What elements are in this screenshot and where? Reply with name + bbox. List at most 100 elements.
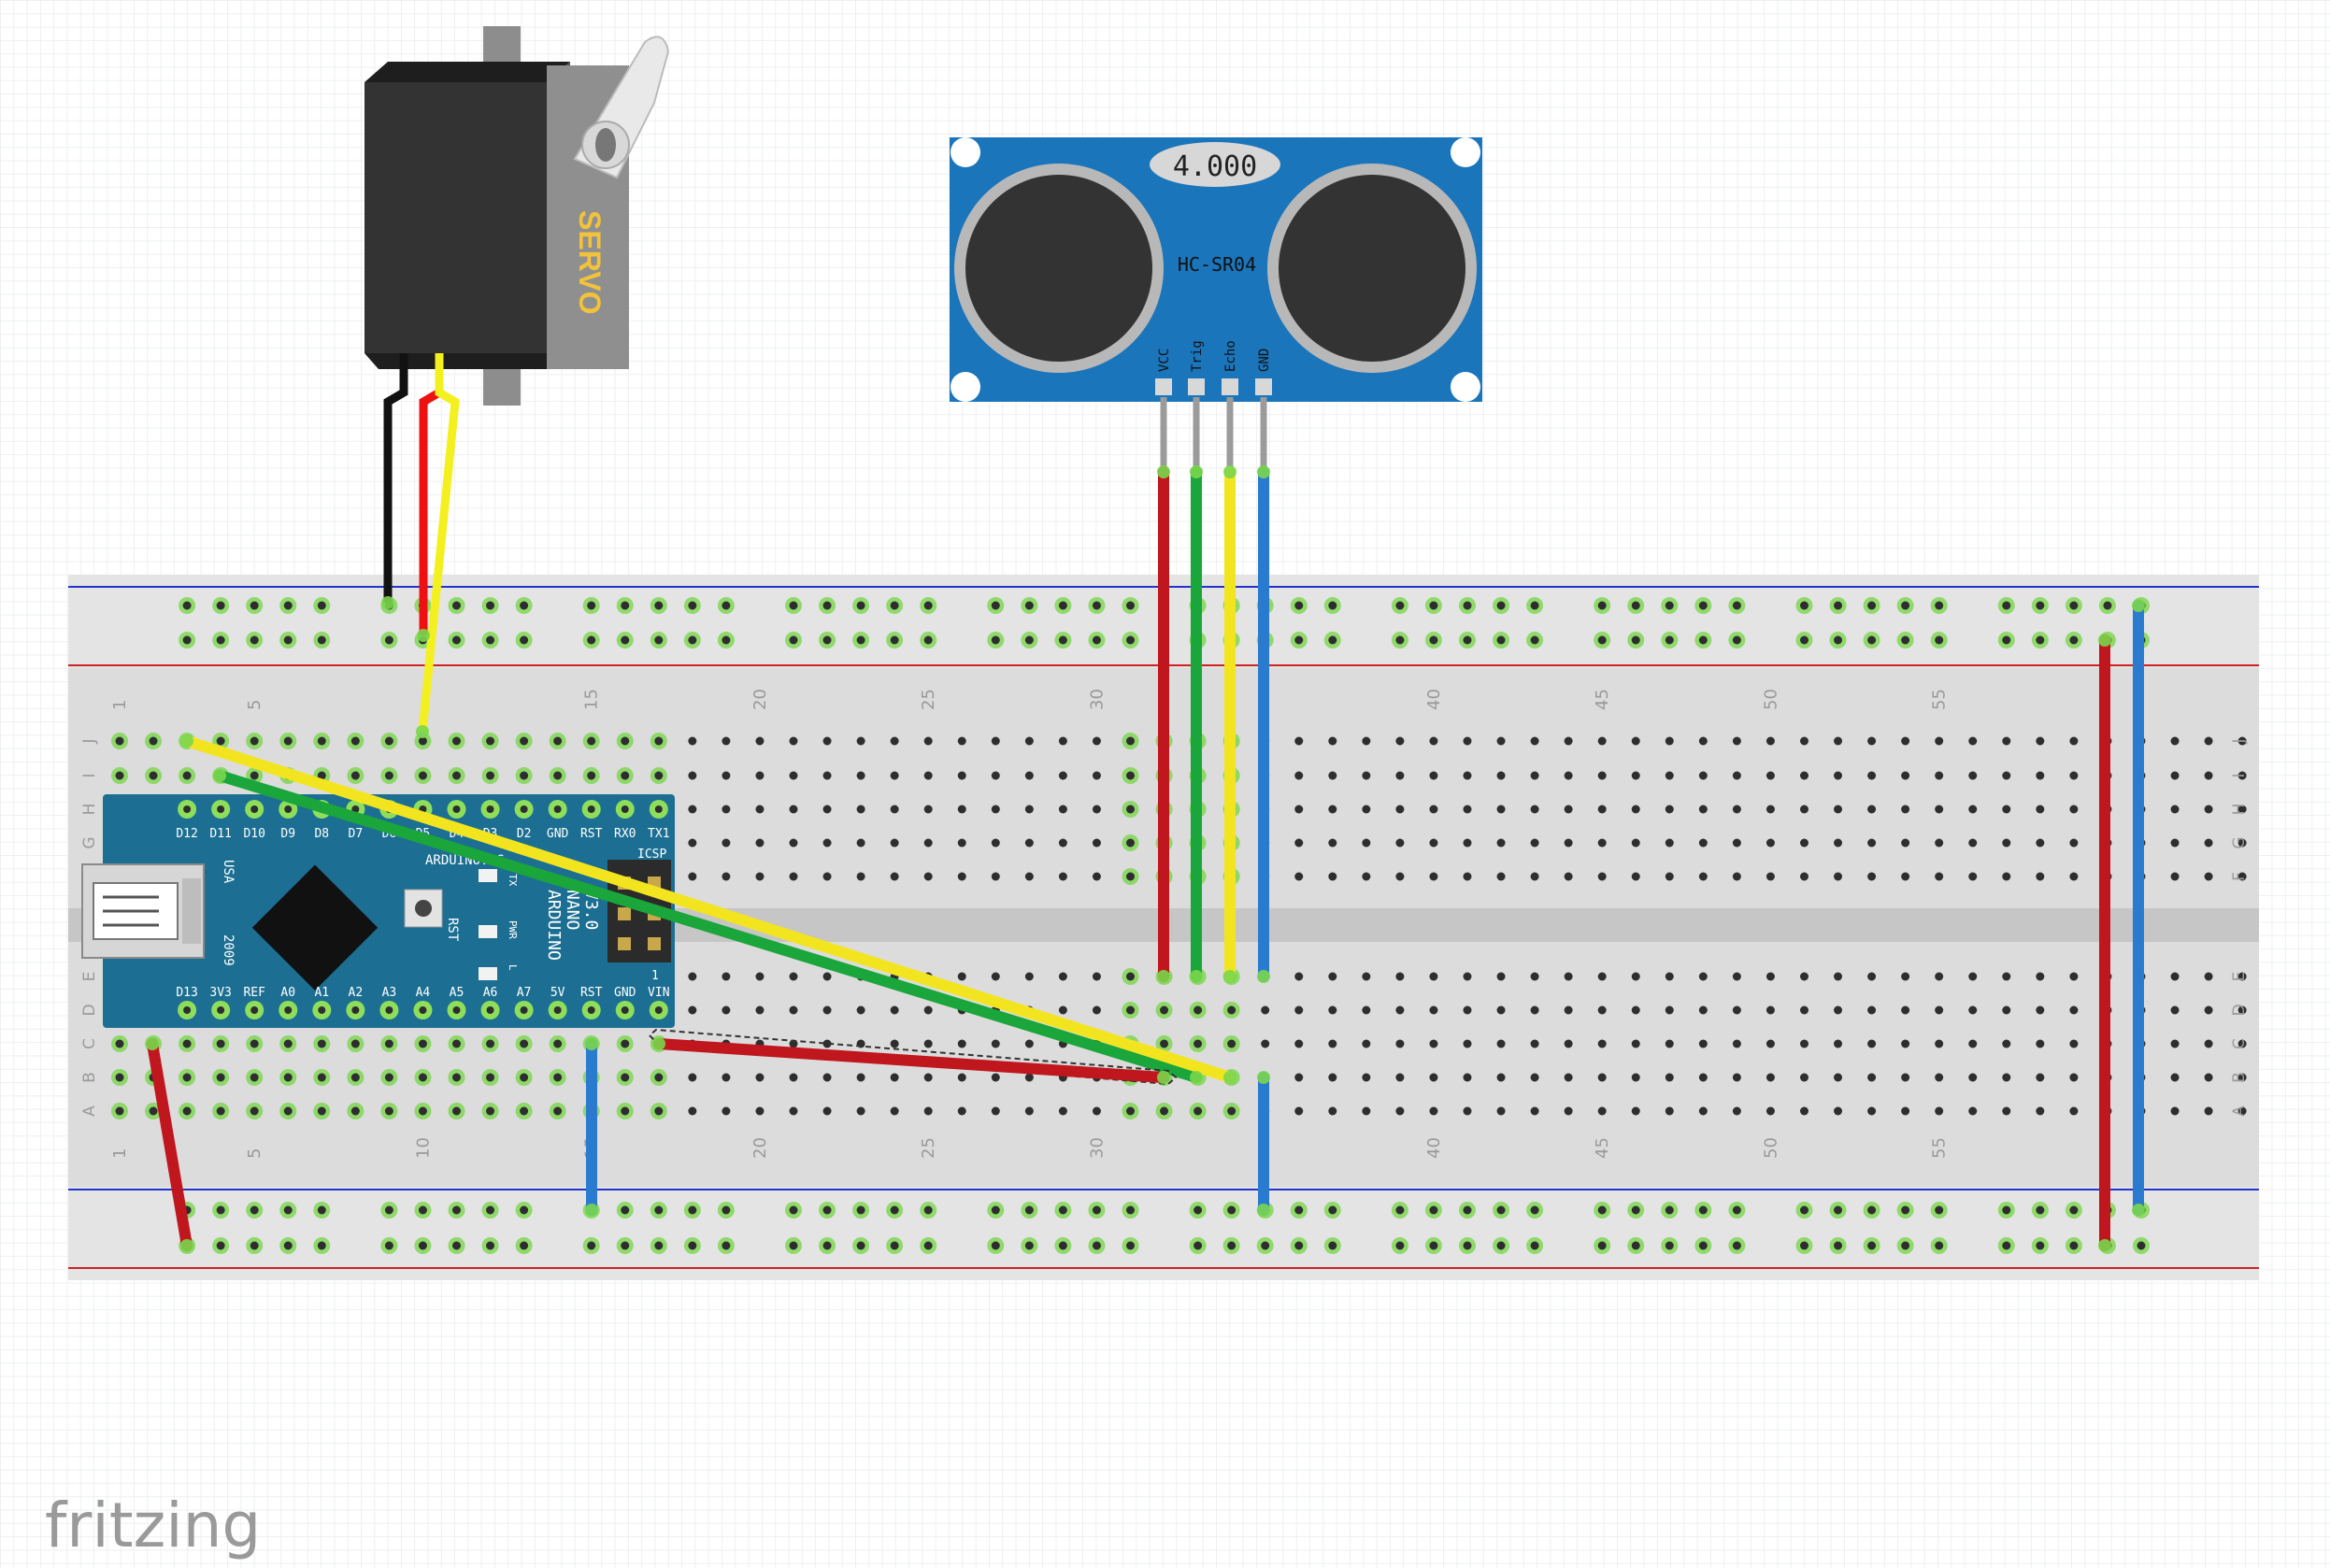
breadboard-hole	[1968, 736, 1978, 746]
rail-hole	[722, 601, 731, 610]
breadboard-hole	[1294, 1039, 1304, 1048]
rail-hole	[822, 1241, 832, 1250]
breadboard-hole	[1294, 1005, 1304, 1015]
breadboard-hole	[1496, 771, 1506, 780]
breadboard-hole	[1362, 1073, 1371, 1082]
breadboard-hole	[1968, 805, 1978, 814]
breadboard-hole	[1732, 771, 1741, 780]
breadboard-hole	[923, 872, 933, 881]
breadboard-hole	[1395, 805, 1405, 814]
breadboard-hole	[856, 1073, 865, 1082]
breadboard-hole	[1564, 838, 1573, 848]
breadboard-hole	[1362, 872, 1371, 881]
row-letter: E	[2230, 972, 2249, 982]
rail-hole	[890, 601, 899, 610]
sensor-pin	[1255, 378, 1272, 395]
servo-cable	[383, 353, 460, 733]
rail-hole	[1463, 601, 1472, 610]
mount-hole	[951, 372, 980, 402]
breadboard-hole	[1968, 1106, 1978, 1116]
wire-5v-to-vcc[interactable]	[653, 1038, 1169, 1083]
nano-pin-label: A2	[349, 986, 364, 1000]
breadboard-hole	[553, 1039, 563, 1048]
rail-hole	[452, 635, 461, 645]
breadboard-hole	[418, 736, 427, 746]
breadboard-hole	[1024, 771, 1034, 780]
breadboard-hole	[890, 771, 899, 780]
breadboard-hole	[856, 872, 865, 881]
nano-pin-label: GND	[614, 986, 636, 1000]
breadboard-hole	[1800, 838, 1808, 848]
breadboard-hole	[1362, 805, 1371, 814]
breadboard-hole	[1698, 872, 1708, 881]
nano-pin-label: RX0	[614, 827, 636, 841]
breadboard-hole	[2170, 1106, 2180, 1116]
breadboard-hole	[1901, 1039, 1910, 1048]
breadboard-hole	[1665, 1039, 1674, 1048]
breadboard-hole	[755, 1106, 765, 1116]
row-letter: D	[80, 1004, 99, 1016]
breadboard-hole	[1395, 1005, 1405, 1015]
breadboard-hole	[2036, 972, 2045, 981]
wire-d13-to-rail[interactable]	[147, 1038, 193, 1251]
breadboard-hole	[1765, 1073, 1775, 1082]
breadboard-hole	[654, 736, 664, 746]
breadboard-hole	[1126, 1005, 1135, 1015]
breadboard-hole	[317, 1106, 326, 1116]
breadboard-hole	[1058, 872, 1067, 881]
rail-hole	[250, 601, 259, 610]
breadboard-hole	[755, 838, 765, 848]
breadboard-hole	[1597, 771, 1607, 780]
rail-hole	[1935, 1205, 1944, 1215]
breadboard-hole	[1665, 736, 1674, 746]
breadboard-hole	[2069, 1073, 2079, 1082]
rail-hole	[654, 601, 664, 610]
wire-d11-to-trig[interactable]	[214, 770, 1202, 1083]
breadboard-hole	[1867, 1039, 1877, 1048]
rail-hole	[1834, 601, 1843, 610]
breadboard-hole	[1698, 1106, 1708, 1116]
breadboard-hole	[1024, 838, 1034, 848]
rail-hole	[890, 1205, 899, 1215]
rail-hole	[1126, 1241, 1135, 1250]
row-letter: B	[2230, 1072, 2249, 1083]
breadboard-hole	[216, 736, 225, 746]
breadboard-hole	[1463, 771, 1472, 780]
rail-hole	[688, 1205, 697, 1215]
breadboard-hole	[2002, 805, 2011, 814]
wire-d12-to-echo[interactable]	[181, 735, 1236, 1083]
tx-led	[479, 869, 497, 882]
breadboard-hole	[384, 1073, 393, 1082]
rail-hole	[856, 601, 865, 610]
breadboard-hole	[1631, 972, 1640, 981]
rail-hole	[1395, 635, 1405, 645]
sensor-pin-label: VCC	[1157, 349, 1172, 372]
rail-hole	[587, 1241, 596, 1250]
breadboard-hole	[1800, 805, 1808, 814]
nano-pin-label: RST	[580, 827, 603, 841]
breadboard-hole	[2170, 972, 2180, 981]
breadboard-hole	[2204, 1039, 2213, 1048]
servo-body	[365, 82, 547, 353]
rail-hole	[1227, 1205, 1236, 1215]
rail-hole	[856, 1241, 865, 1250]
breadboard-hole	[149, 1106, 158, 1116]
breadboard-hole	[1092, 972, 1101, 981]
column-number: 40	[1424, 1137, 1444, 1159]
breadboard-hole	[587, 771, 596, 780]
breadboard-hole	[789, 1005, 798, 1015]
breadboard-hole	[1429, 805, 1438, 814]
breadboard-hole	[1765, 1106, 1775, 1116]
breadboard-hole	[1530, 1073, 1539, 1082]
rail-hole	[1698, 1205, 1708, 1215]
breadboard-hole	[1328, 972, 1337, 981]
breadboard-hole	[1126, 972, 1135, 981]
breadboard-hole	[1294, 771, 1304, 780]
breadboard-hole	[1126, 838, 1135, 848]
breadboard-hole	[1631, 838, 1640, 848]
breadboard-hole	[1834, 1106, 1843, 1116]
breadboard-hole	[1631, 1005, 1640, 1015]
rail-hole	[587, 601, 596, 610]
breadboard-hole	[1834, 838, 1843, 848]
breadboard-hole	[553, 771, 563, 780]
